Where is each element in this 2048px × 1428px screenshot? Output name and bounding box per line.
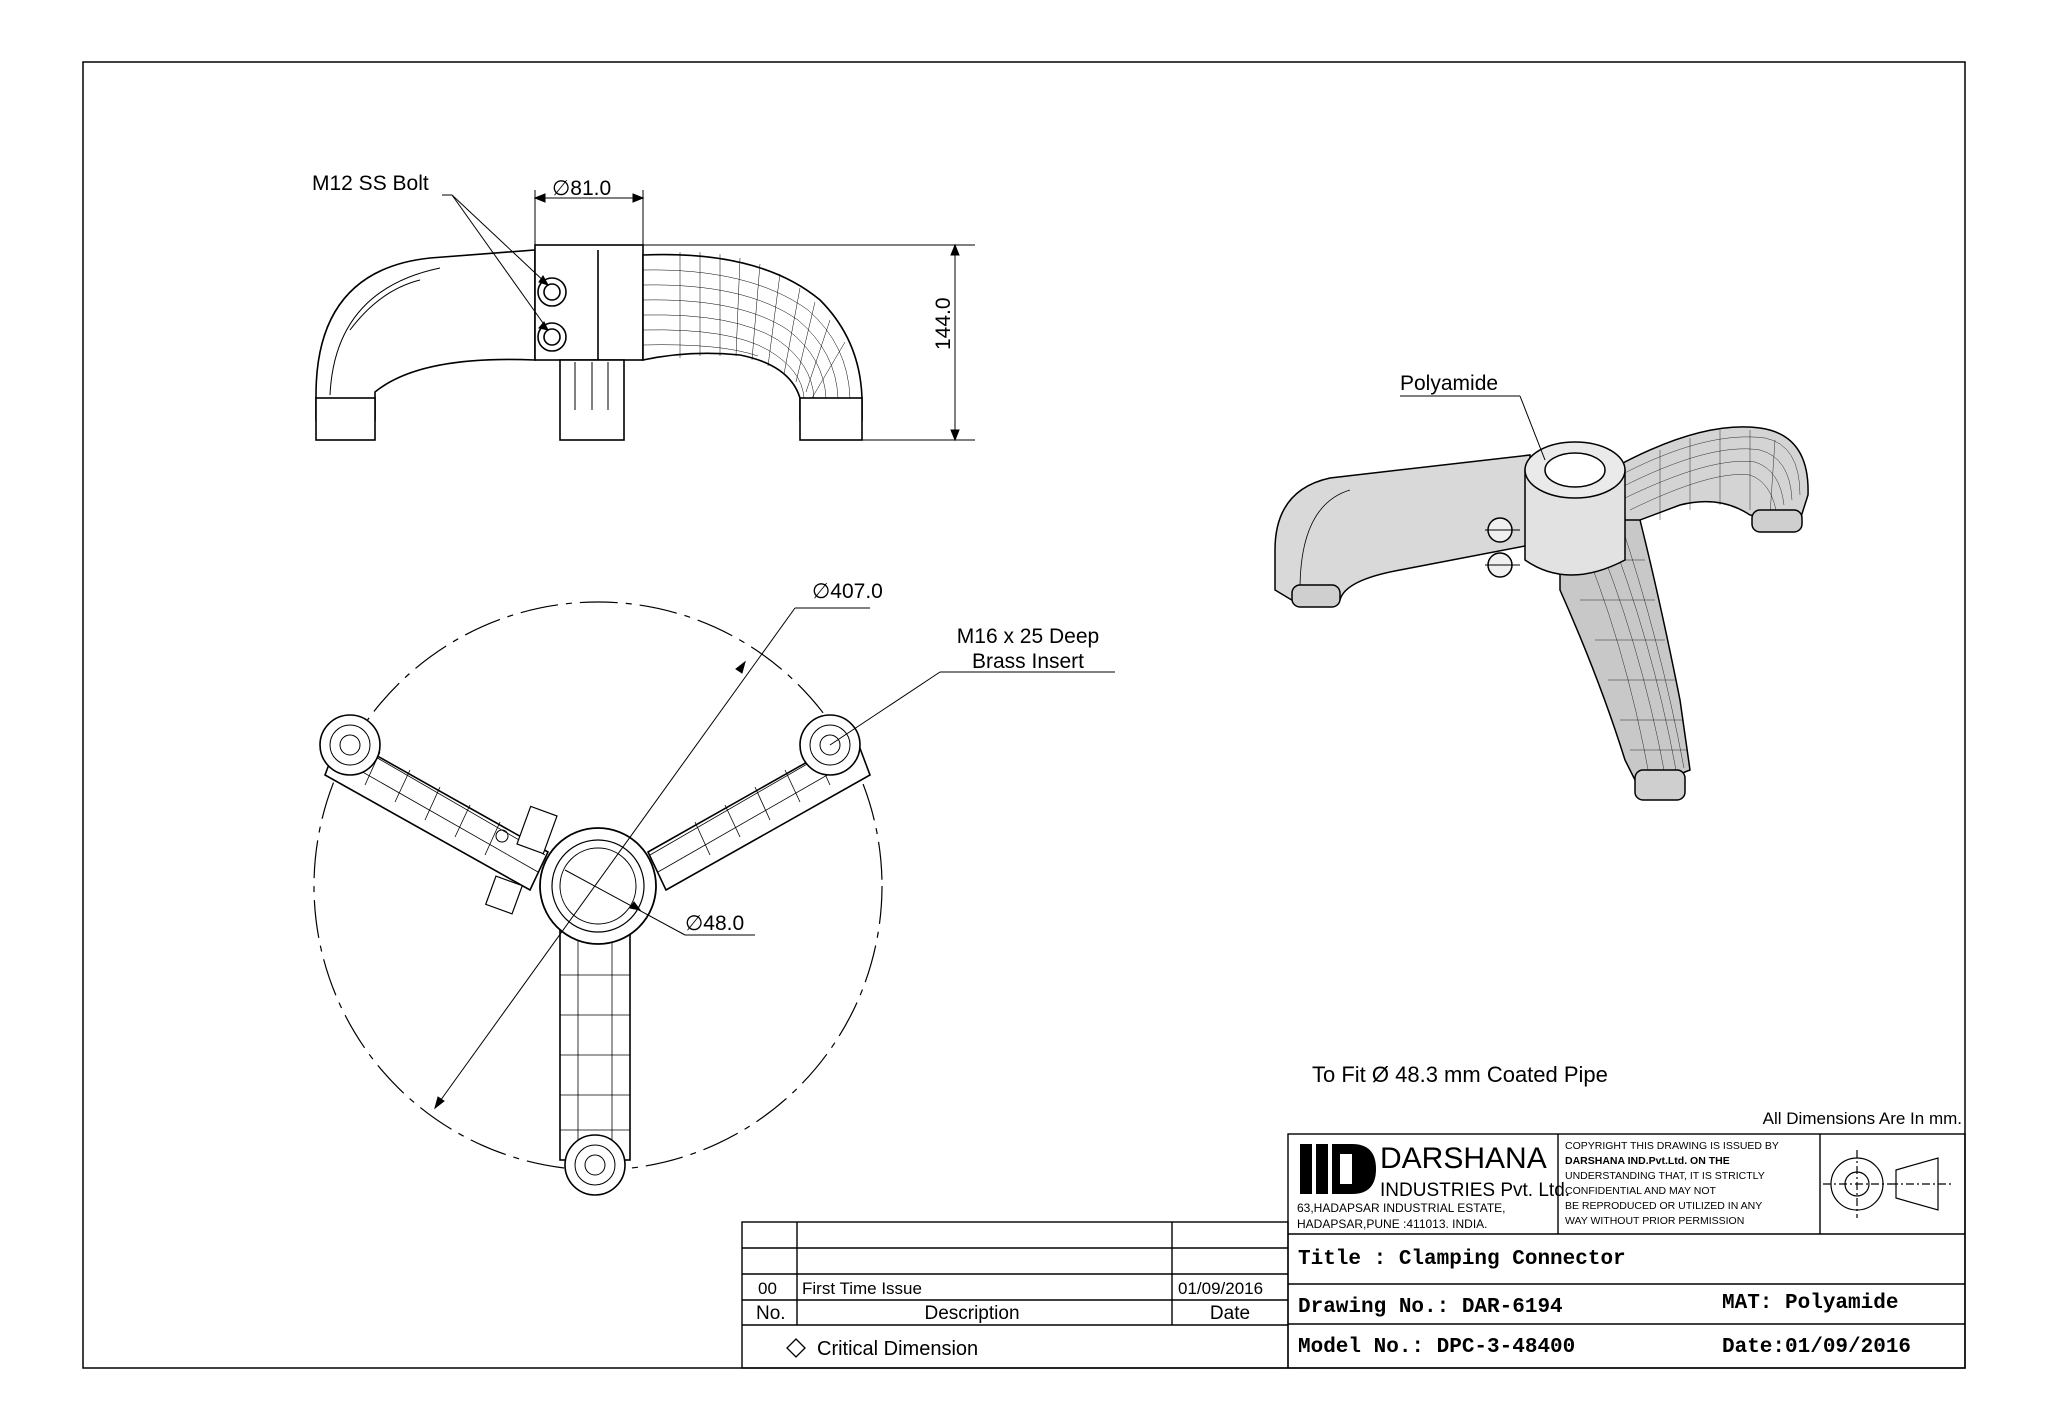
material-callout: Polyamide [1400,372,1498,395]
material-leader [1400,395,1546,461]
copyright-line: COPYRIGHT THIS DRAWING IS ISSUED BY [1565,1140,1779,1152]
company-address-1: 63,HADAPSAR INDUSTRIAL ESTATE, [1297,1201,1506,1215]
title-block [741,1133,1966,1369]
revision-header-no: No. [756,1303,786,1324]
drawing-title: Title : Clamping Connector [1298,1248,1626,1271]
insert-callout-line2: Brass Insert [972,650,1084,673]
model-number: Model No.: DPC-3-48400 [1298,1336,1575,1359]
copyright-line: WAY WITHOUT PRIOR PERMISSION [1565,1215,1744,1227]
plan-view-dimensions [434,607,1115,1110]
revision-header-description: Description [924,1303,1019,1324]
company-subname: INDUSTRIES Pvt. Ltd. [1380,1180,1570,1201]
hub-diameter-label: ∅81.0 [552,177,611,200]
plan-view [313,601,883,1196]
front-view [315,244,863,441]
revision-date: 01/09/2016 [1178,1279,1263,1298]
circle-diameter-label: ∅407.0 [812,580,883,603]
copyright-line: DARSHANA IND.Pvt.Ltd. ON THE [1565,1155,1730,1167]
material-spec: MAT: Polyamide [1722,1292,1898,1315]
bore-diameter-label: ∅48.0 [685,912,744,935]
isometric-view [1274,426,1809,801]
bolt-callout: M12 SS Bolt [312,172,429,195]
drawing-date: Date:01/09/2016 [1722,1336,1911,1359]
units-note: All Dimensions Are In mm. [1763,1109,1962,1128]
revision-header-date: Date [1210,1303,1250,1324]
fit-note: To Fit Ø 48.3 mm Coated Pipe [1312,1062,1608,1087]
diamond-icon [786,1338,806,1358]
critical-dimension-note: Critical Dimension [817,1338,978,1360]
copyright-line: BE REPRODUCED OR UTILIZED IN ANY [1565,1200,1762,1212]
revision-description: First Time Issue [802,1279,922,1298]
height-dimension-label: 144.0 [932,297,955,350]
insert-callout-line1: M16 x 25 Deep [957,625,1099,648]
company-address-2: HADAPSAR,PUNE :411013. INDIA. [1297,1217,1488,1231]
copyright-notice: COPYRIGHT THIS DRAWING IS ISSUED BY DARS… [1565,1140,1779,1227]
copyright-line: UNDERSTANDING THAT, IT IS STRICTLY [1565,1170,1765,1182]
revision-no: 00 [758,1279,777,1298]
company-name: DARSHANA [1380,1142,1547,1175]
company-logo [1300,1144,1376,1194]
projection-symbol-icon [1823,1150,1952,1218]
drawing-number: Drawing No.: DAR-6194 [1298,1296,1563,1319]
copyright-line: CONFIDENTIAL AND MAY NOT [1565,1185,1716,1197]
front-view-dimensions [442,190,975,442]
